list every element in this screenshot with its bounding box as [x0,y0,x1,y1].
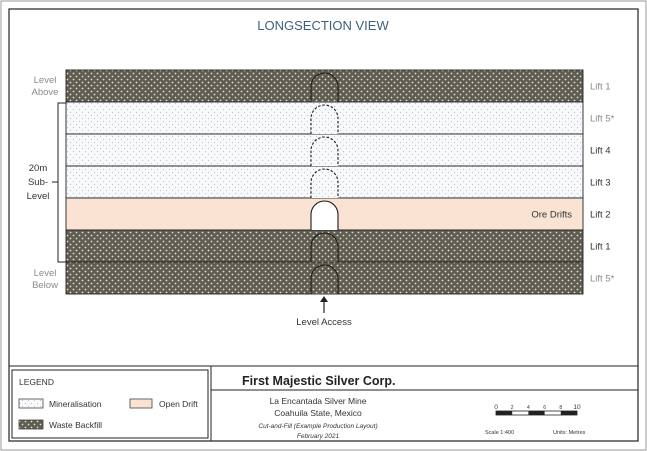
scale-bar-segment-3 [528,411,545,415]
lift-label-row-2: Lift 5* [590,114,615,125]
scale-tick-label-0: 0 [494,404,498,411]
lift-label-row-3: Lift 4 [590,146,611,157]
diagram-title: LONGSECTION VIEW [257,18,389,33]
scale-units-label: Units: Metres [553,430,586,436]
drift-arch-row-3 [310,136,339,166]
drift-arch-row-5 [310,200,339,230]
scale-bar-segment-1 [496,411,513,415]
lift-label-row-5: Lift 2 [590,210,611,221]
drawing-date: February 2021 [297,433,340,440]
sub-level-label-line2: Sub- [28,177,48,188]
mine-name: La Encantada Silver Mine [270,396,367,406]
scale-bar: 0 2 4 6 8 10 Scale 1:400 Units: Metres [485,404,586,436]
scale-tick-label-2: 2 [511,405,514,411]
scale-tick-label-4: 4 [527,405,530,411]
drift-arches [310,72,339,294]
mine-location: Coahuila State, Mexico [274,408,362,418]
scale-bar-segment-5 [560,411,577,415]
legend-title: LEGEND [19,377,54,387]
drift-arch-row-2 [310,104,339,134]
level-above-label-line2: Above [32,87,59,98]
mining-method-note: Cut-and-Fill (Example Production Layout) [258,423,377,430]
lift-label-row-4: Lift 3 [590,178,611,189]
lift-label-row-6: Lift 1 [590,242,611,253]
scale-tick-label-6: 6 [543,405,546,411]
level-access-arrowhead [320,296,328,302]
scale-ratio-label: Scale 1:400 [485,430,514,436]
legend-swatch-mineralisation [18,398,44,409]
ore-drifts-label: Ore Drifts [531,210,572,221]
level-access-label: Level Access [296,317,352,328]
scale-tick-label-8: 8 [559,405,562,411]
sub-level-label-line3: Level [27,191,50,202]
company-name: First Majestic Silver Corp. [242,374,396,388]
level-below-label-line1: Level [34,268,57,279]
lift-label-row-7: Lift 5* [590,274,615,285]
legend-swatch-waste-backfill [18,419,44,430]
drift-arch-row-7 [310,264,339,294]
sub-level-label-line1: 20m [29,163,48,174]
legend-swatch-open-drift [129,398,153,409]
level-above-label-line1: Level [34,75,57,86]
drift-arch-row-4 [310,168,339,198]
lift-rows: Lift 1 Lift 5* Lift 4 Lift 3 Lift 2 Ore Drift… [65,69,615,295]
scale-tick-label-10: 10 [573,404,581,411]
legend-label-waste-backfill: Waste Backfill [49,420,102,430]
lift-label-row-1: Lift 1 [590,82,611,93]
legend-label-mineralisation: Mineralisation [49,399,102,409]
level-below-label-line2: Below [32,280,58,291]
legend-label-open-drift: Open Drift [159,399,198,409]
drift-arch-row-6 [310,232,339,262]
legend-box [11,369,209,439]
drift-arch-row-1 [310,72,339,102]
